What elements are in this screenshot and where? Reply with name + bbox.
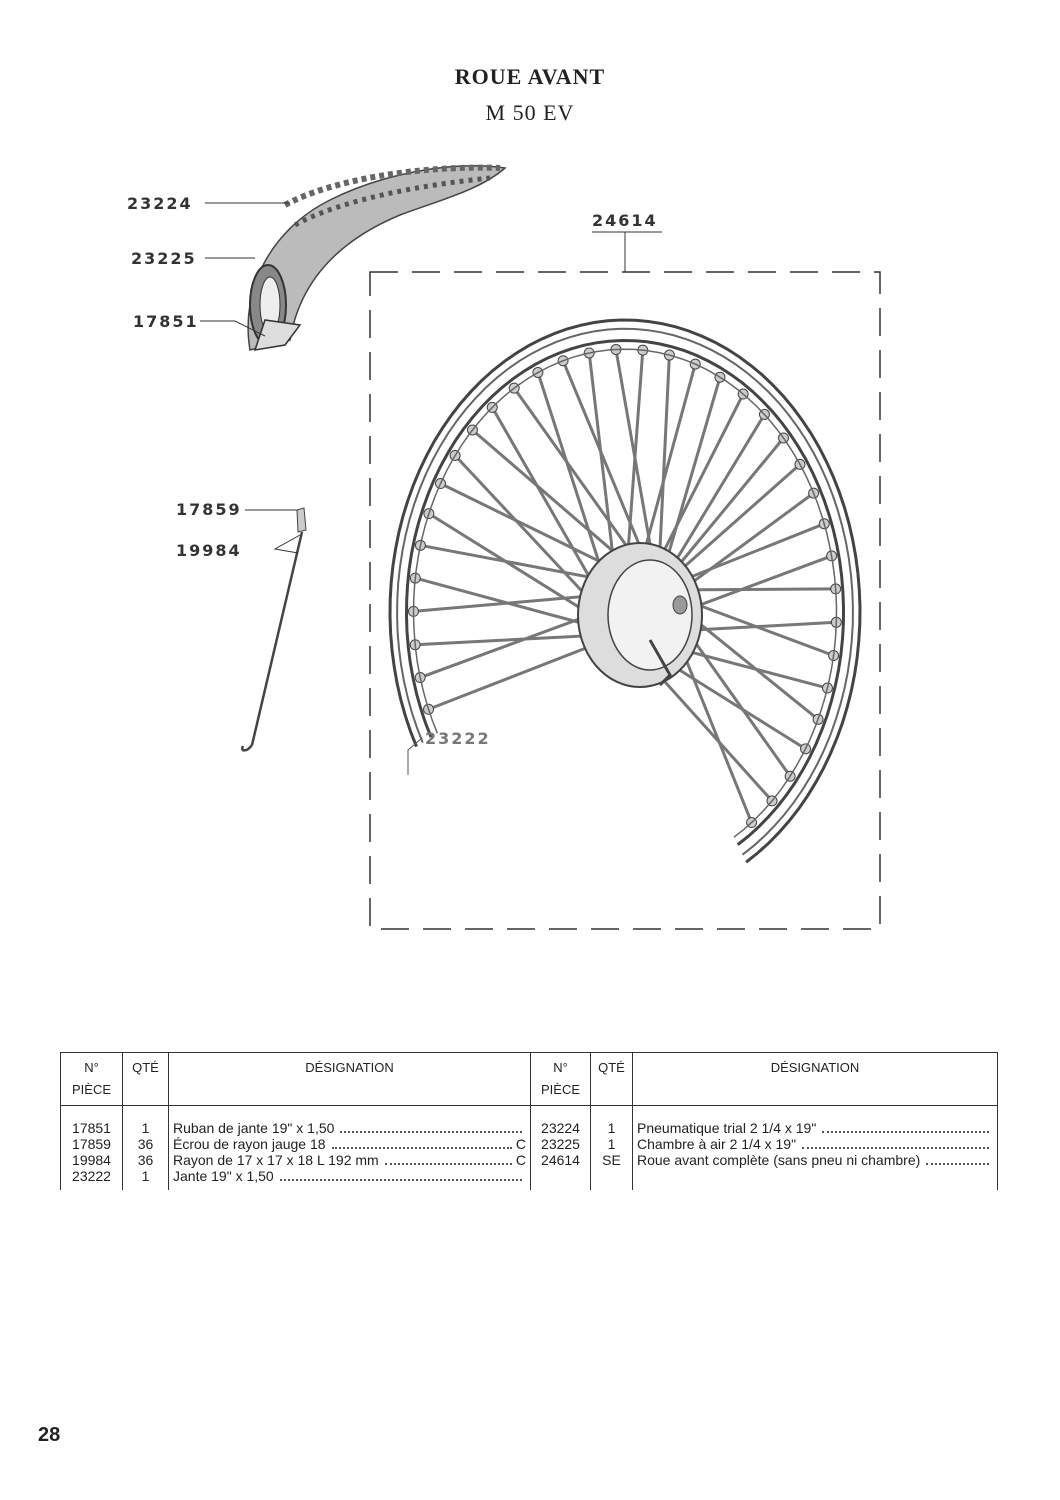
part-number xyxy=(530,1168,591,1190)
quantity: 36 xyxy=(122,1136,169,1152)
header-piece: PIÈCE xyxy=(540,1082,580,1097)
quantity xyxy=(590,1168,633,1190)
designation: Roue avant complète (sans pneu ni chambr… xyxy=(637,1152,921,1168)
callout-23224: 23224 xyxy=(127,194,193,213)
callout-17851: 17851 xyxy=(133,312,199,331)
designation: Jante 19" x 1,50 xyxy=(173,1168,274,1184)
part-number: 23222 xyxy=(60,1168,123,1190)
callout-19984: 19984 xyxy=(176,541,242,560)
designation-cell: Écrou de rayon jauge 18 C xyxy=(168,1136,531,1152)
quantity: 1 xyxy=(590,1105,633,1136)
dot-leader xyxy=(340,1131,522,1133)
quantity: 1 xyxy=(122,1168,169,1190)
designation-cell xyxy=(632,1168,998,1190)
designation: Rayon de 17 x 17 x 18 L 192 mm xyxy=(173,1152,379,1168)
wheel-exploded-diagram: 23224 23225 17851 17859 19984 24614 2322… xyxy=(127,164,881,930)
rim-arc xyxy=(404,338,846,846)
quantity: 1 xyxy=(590,1136,633,1152)
mark: C xyxy=(515,1136,526,1152)
designation: Chambre à air 2 1/4 x 19" xyxy=(637,1136,797,1152)
dot-leader xyxy=(822,1131,989,1133)
rim-arc xyxy=(388,318,862,864)
dot-leader xyxy=(802,1147,989,1149)
quantity: 1 xyxy=(122,1105,169,1136)
callout-23222: 23222 xyxy=(425,729,491,748)
part-number: 17859 xyxy=(60,1136,123,1152)
header-qty: QTÉ xyxy=(590,1052,633,1106)
mark: C xyxy=(515,1152,526,1168)
designation-cell: Roue avant complète (sans pneu ni chambr… xyxy=(632,1152,998,1168)
rim-arc xyxy=(396,327,854,856)
page-subtitle: M 50 EV xyxy=(485,100,575,125)
designation: Écrou de rayon jauge 18 xyxy=(173,1136,326,1152)
page-title: ROUE AVANT xyxy=(454,64,606,89)
part-number: 23225 xyxy=(530,1136,591,1152)
designation-cell: Jante 19" x 1,50 xyxy=(168,1168,531,1190)
part-number: 24614 xyxy=(530,1152,591,1168)
header-designation: DÉSIGNATION xyxy=(168,1052,531,1106)
part-number: 23224 xyxy=(530,1105,591,1136)
header-designation: DÉSIGNATION xyxy=(632,1052,998,1106)
designation: Pneumatique trial 2 1/4 x 19" xyxy=(637,1120,817,1136)
rim-arc xyxy=(412,348,838,838)
designation-cell: Ruban de jante 19" x 1,50 xyxy=(168,1105,531,1136)
dot-leader xyxy=(384,1163,512,1165)
page-number: 28 xyxy=(38,1424,61,1446)
callout-24614: 24614 xyxy=(592,211,658,230)
designation: Ruban de jante 19" x 1,50 xyxy=(173,1120,335,1136)
part-number: 19984 xyxy=(60,1152,123,1168)
parts-table: N° PIÈCE QTÉ DÉSIGNATION N° PIÈCE QTÉ DÉSI… xyxy=(60,1052,998,1190)
wheel-illustration xyxy=(388,318,862,864)
quantity: SE xyxy=(590,1152,633,1168)
designation-cell: Chambre à air 2 1/4 x 19" xyxy=(632,1136,998,1152)
dot-leader xyxy=(331,1147,512,1149)
part-number: 17851 xyxy=(60,1105,123,1136)
dot-leader xyxy=(926,1163,989,1165)
header-no: N° xyxy=(553,1060,568,1075)
quantity: 36 xyxy=(122,1152,169,1168)
spoke-illustration xyxy=(241,507,307,752)
callout-17859: 17859 xyxy=(176,500,242,519)
header-piece: PIÈCE xyxy=(71,1082,111,1097)
designation-cell: Rayon de 17 x 17 x 18 L 192 mm C xyxy=(168,1152,531,1168)
tyre-section-illustration xyxy=(247,164,507,351)
header-qty: QTÉ xyxy=(122,1052,169,1106)
header-no: N° xyxy=(84,1060,99,1075)
designation-cell: Pneumatique trial 2 1/4 x 19" xyxy=(632,1105,998,1136)
callout-23225: 23225 xyxy=(131,249,197,268)
dot-leader xyxy=(279,1179,522,1181)
